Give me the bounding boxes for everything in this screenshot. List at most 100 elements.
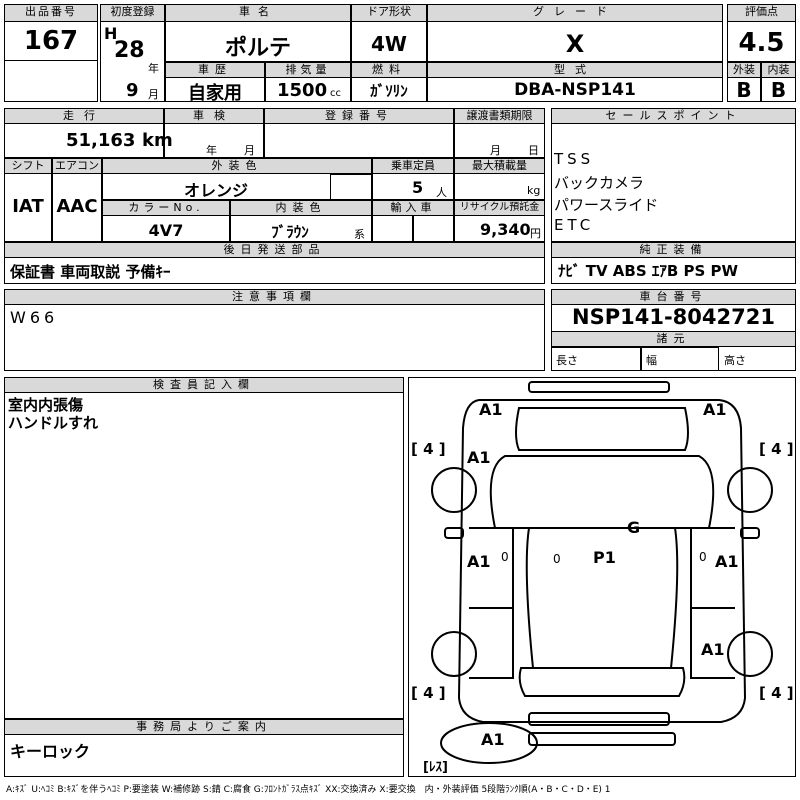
later-value: 保証書 車両取説 予備ｷｰ [10, 263, 171, 281]
mark-front-right: A1 [703, 400, 727, 419]
load-unit: kg [527, 184, 541, 197]
sales-point-2: バックカメラ [554, 174, 645, 192]
office-value: キーロック [10, 742, 91, 761]
color-no-value: 4V7 [148, 221, 184, 240]
mileage-label: 走行 [4, 108, 164, 124]
mark-rear-bumper: A1 [481, 730, 505, 749]
later-label: 後日発送部品 [4, 242, 545, 258]
notes-label: 注意事項欄 [4, 289, 545, 305]
mileage-value: 51,163 [66, 130, 136, 151]
int-color-label: 内装色 [230, 200, 372, 216]
spec-length-label: 長さ [556, 354, 578, 367]
capacity-label: 乗車定員 [372, 158, 454, 174]
car-name: ポルテ [224, 36, 291, 61]
inspector-label: 検査員記入欄 [4, 377, 404, 393]
year-unit: 年 [148, 62, 159, 75]
small-mark-2: 0 [553, 552, 561, 566]
ext-color-value: オレンジ [183, 181, 248, 200]
color-no-label: カラーNo. [102, 200, 230, 216]
office-label: 事務局よりご案内 [4, 719, 404, 735]
insp-year-unit: 年 [206, 144, 217, 157]
spec-width-label: 幅 [646, 354, 657, 367]
mark-rear-right: A1 [701, 640, 725, 659]
first-reg-label: 初度登録 [100, 4, 165, 22]
sales-point-1: TSS [554, 150, 595, 168]
int-grade-value: B [770, 78, 787, 102]
int-color-value: ﾌﾞﾗｳﾝ [271, 223, 309, 241]
shift-label: シフト [4, 158, 52, 174]
chassis-number: NSP141-8042721 [572, 305, 775, 329]
import-label: 輸入車 [372, 200, 454, 216]
fuel-label: 燃料 [351, 62, 427, 78]
spare-tire-mark: [ﾚｽ] [423, 760, 448, 775]
inspector-line-1: 室内内張傷 [8, 396, 84, 414]
spec-length-cell [551, 347, 641, 371]
grade-label: グレード [427, 4, 723, 22]
model-label: 型式 [427, 62, 723, 78]
notes-value: W66 [10, 308, 59, 327]
tyre-front-left: [ 4 ] [411, 440, 446, 458]
legend-text: A:ｷｽﾞ U:ﾍｺﾐ B:ｷｽﾞを伴うﾍｺﾐ P:要塗装 W:補修跡 S:錆 … [6, 785, 611, 795]
history-label: 車歴 [165, 62, 265, 78]
equip-value: ﾅﾋﾞ TV ABS ｴｱB PS PW [558, 262, 739, 280]
recycle-label: リサイクル預託金 [454, 200, 545, 216]
ext-color-label: 外装色 [102, 158, 372, 174]
tyre-rear-right: [ 4 ] [759, 684, 794, 702]
score-value: 4.5 [738, 28, 785, 58]
small-mark-1: 0 [501, 550, 509, 564]
ac-value: AAC [56, 196, 98, 217]
lot-divider [4, 60, 98, 102]
load-label: 最大積載量 [454, 158, 545, 174]
door-label: ドア形状 [351, 4, 427, 22]
ext-grade-label: 外装 [727, 62, 761, 78]
damage-diagram: A1 A1 A1 G A1 P1 A1 A1 A1 0 0 0 [ 4 ] [ … [408, 377, 796, 777]
capacity-unit: 人 [436, 186, 447, 199]
mark-roof: P1 [593, 548, 616, 567]
lot-number: 167 [23, 26, 79, 56]
shift-value: IAT [12, 196, 44, 217]
insp-month-unit: 月 [244, 144, 255, 157]
reg-month: 9 [126, 80, 139, 101]
tyre-rear-left: [ 4 ] [411, 684, 446, 702]
tyre-front-right: [ 4 ] [759, 440, 794, 458]
equip-label: 純正装備 [551, 242, 796, 258]
disp-unit: cc [330, 88, 341, 99]
score-label: 評価点 [727, 4, 796, 22]
name-label: 車名 [165, 4, 351, 22]
inspection-label: 車検 [164, 108, 264, 124]
grade-value: X [565, 30, 585, 58]
transfer-day-unit: 日 [528, 144, 539, 157]
spec-width-cell [641, 347, 719, 371]
int-color-unit: 系 [354, 228, 365, 241]
reg-year: 28 [114, 38, 145, 63]
car-outline-svg [431, 381, 773, 764]
disp-label: 排気量 [265, 62, 351, 78]
int-grade-label: 内装 [761, 62, 796, 78]
mark-glass: G [627, 518, 641, 537]
spec-height-label: 高さ [724, 354, 746, 367]
ext-grade-value: B [736, 78, 752, 102]
sales-label: セールスポイント [551, 108, 796, 124]
model-value: DBA-NSP141 [514, 80, 636, 100]
sales-point-3: パワースライド [554, 196, 659, 214]
import-divider [412, 216, 414, 242]
plate-label: 登録番号 [264, 108, 454, 124]
history-value: 自家用 [188, 83, 242, 104]
transfer-label: 譲渡書類期限 [454, 108, 545, 124]
small-mark-3: 0 [699, 550, 707, 564]
mark-front-left: A1 [479, 400, 503, 419]
capacity-value: 5 [412, 178, 424, 197]
inspector-line-2: ハンドルすれ [8, 414, 99, 432]
spec-label: 諸元 [551, 331, 796, 347]
ac-label: エアコン [52, 158, 102, 174]
recycle-value: 9,340 [480, 220, 531, 239]
disp-value: 1500 [277, 80, 328, 101]
recycle-unit: 円 [530, 227, 541, 240]
lot-label: 出品番号 [4, 4, 98, 22]
transfer-month-unit: 月 [490, 144, 501, 157]
month-unit: 月 [148, 88, 159, 101]
fuel-value: ｶﾞｿﾘﾝ [370, 82, 408, 100]
mileage-unit: km [142, 130, 173, 151]
mark-fender-left: A1 [467, 448, 491, 467]
chassis-label: 車台番号 [551, 289, 796, 305]
